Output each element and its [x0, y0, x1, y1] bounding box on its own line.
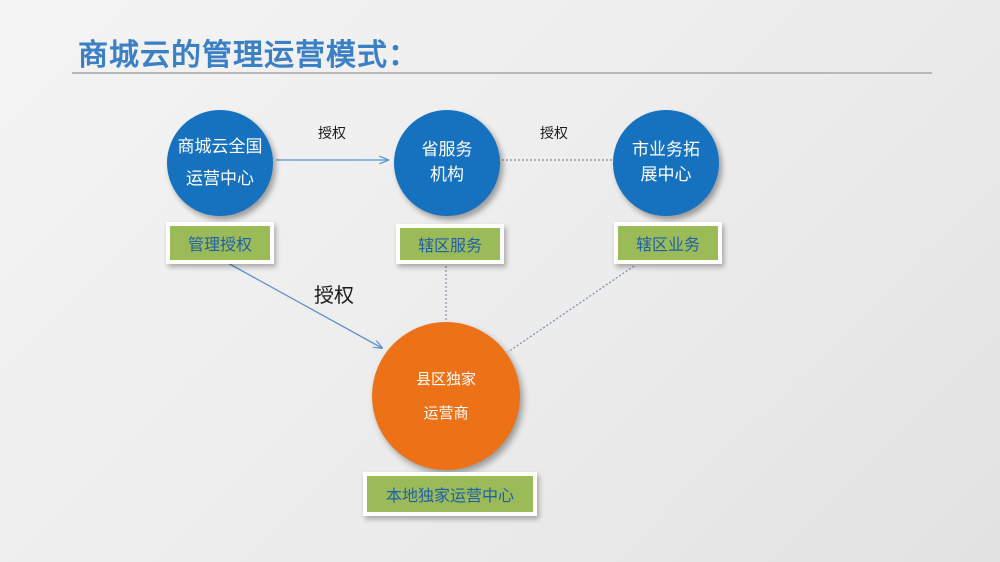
tag-management-authorization: 管理授权 [166, 222, 274, 264]
node-province-service-agency-label: 省服务机构 [421, 140, 473, 185]
node-province-service-agency: 省服务机构 [394, 110, 500, 216]
node-county-exclusive-operator-label: 县区独家运营商 [415, 370, 476, 422]
edge-label-national-to-county: 授权 [314, 283, 354, 307]
node-city-business-center-label: 市业务拓展中心 [632, 140, 700, 185]
node-national-operation-center: 商城云全国运营中心 [167, 110, 273, 216]
tag-management-authorization-label: 管理授权 [170, 226, 270, 260]
edge-label-province-to-city: 授权 [540, 126, 568, 142]
edge-label-national-to-province: 授权 [318, 126, 346, 142]
tag-jurisdiction-business: 辖区业务 [614, 222, 722, 264]
tag-jurisdiction-service: 辖区服务 [396, 224, 504, 264]
tag-local-exclusive-center-label: 本地独家运营中心 [367, 476, 533, 512]
tag-jurisdiction-business-label: 辖区业务 [618, 226, 718, 260]
node-county-exclusive-operator: 县区独家运营商 [372, 322, 520, 470]
tag-local-exclusive-center: 本地独家运营中心 [363, 472, 537, 516]
title-divider [72, 72, 932, 74]
node-national-operation-center-label: 商城云全国运营中心 [177, 137, 263, 189]
tag-jurisdiction-service-label: 辖区服务 [400, 228, 500, 260]
arrow-national-to-county [225, 261, 382, 348]
page-title: 商城云的管理运营模式： [78, 38, 419, 73]
node-city-business-center: 市业务拓展中心 [613, 110, 719, 216]
dotted-link-city-to-county [507, 265, 635, 353]
